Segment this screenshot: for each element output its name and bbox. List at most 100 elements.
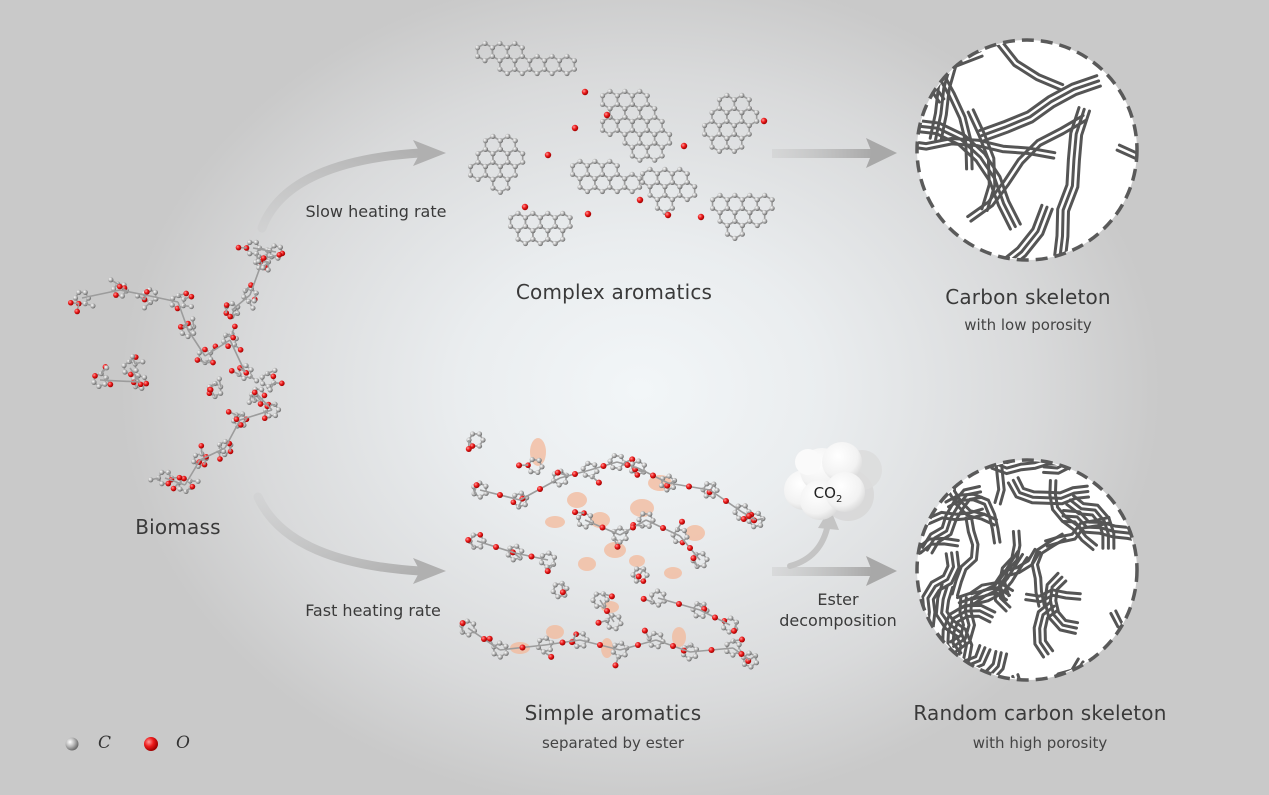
carbon-atom: [599, 171, 605, 177]
carbon-atom: [260, 265, 266, 271]
carbon-atom: [527, 66, 533, 72]
carbon-atom: [464, 618, 470, 624]
carbon-atom: [654, 179, 661, 185]
carbon-atom: [122, 369, 128, 375]
carbon-atom: [567, 215, 573, 221]
oxygen-atom: [177, 324, 184, 330]
carbon-atom: [747, 210, 753, 216]
carbon-atom: [490, 176, 496, 182]
graphitic-layer: [971, 553, 1024, 601]
carbon-atom: [652, 106, 658, 112]
graphitic-layer: [1024, 593, 1082, 604]
carbon-atom: [634, 566, 640, 572]
carbon-atom: [490, 159, 496, 165]
oxygen-atom: [559, 589, 566, 596]
carbon-atom: [732, 210, 738, 216]
carbon-atom: [709, 197, 716, 203]
carbon-atom: [505, 552, 511, 558]
carbon-atom: [714, 487, 720, 493]
carbon-atom: [746, 131, 752, 137]
oxygen-atom: [634, 472, 641, 478]
carbon-atom: [512, 40, 518, 47]
carbon-atom: [196, 350, 202, 356]
carbon-atom: [538, 560, 545, 566]
graphitic-layer: [918, 41, 953, 56]
carbon-atom: [253, 251, 259, 257]
oxygen-atom: [465, 445, 472, 452]
carbon-atom: [622, 652, 628, 658]
oxygen-atom: [232, 323, 238, 330]
oxygen-atom: [595, 479, 602, 486]
oxygen-atom: [251, 389, 258, 396]
carbon-atom: [716, 122, 723, 129]
oxygen-atom: [738, 651, 745, 657]
carbon-atom: [191, 459, 197, 465]
carbon-atom: [739, 135, 745, 141]
carbon-atom: [677, 192, 683, 198]
carbon-atom: [471, 621, 477, 627]
oxygen-atom: [521, 203, 529, 211]
carbon-atom: [248, 367, 254, 373]
oxygen-atom: [165, 480, 172, 487]
graphitic-layer: [918, 41, 922, 92]
carbon-atom: [769, 205, 775, 211]
carbon-atom: [716, 131, 723, 137]
carbon-atom: [629, 101, 635, 107]
oxygen-atom: [676, 601, 682, 607]
carbon-atom: [594, 468, 600, 475]
graphitic-layer: [1117, 143, 1136, 167]
carbon-atom: [121, 362, 127, 369]
carbon-atom: [614, 188, 620, 195]
carbon-atom: [503, 643, 509, 649]
carbon-atom: [669, 179, 675, 185]
oxygen-atom: [680, 142, 688, 150]
oxygen-atom: [473, 482, 480, 489]
carbon-atom: [169, 302, 175, 308]
carbon-atom: [91, 379, 97, 385]
carbon-atom: [614, 127, 621, 133]
carbon-atom: [271, 243, 277, 249]
carbon-atom: [607, 131, 613, 137]
graphitic-layer: [966, 110, 991, 211]
carbon-atom: [188, 303, 194, 310]
carbon-atom: [739, 231, 745, 237]
carbon-atom: [577, 184, 583, 190]
carbon-atom: [503, 650, 509, 656]
graphitic-layer: [1115, 148, 1136, 173]
carbon-atom: [192, 452, 199, 458]
carbon-atom: [636, 184, 643, 190]
carbon-atom: [724, 231, 731, 237]
carbon-atom: [739, 118, 745, 124]
carbon-atom: [512, 172, 518, 178]
oxygen-atom: [225, 409, 232, 415]
carbon-atom: [746, 105, 752, 111]
carbon-atom: [560, 236, 566, 242]
carbon-atom: [701, 601, 707, 607]
carbon-atom: [652, 157, 658, 163]
carbon-atom: [610, 649, 616, 655]
carbon-atom: [599, 101, 606, 107]
graphitic-layer: [951, 41, 1065, 87]
graphitic-layer: [1061, 520, 1136, 543]
carbon-atom: [549, 53, 555, 59]
carbon-atom: [555, 594, 561, 600]
carbon-atom: [618, 640, 625, 646]
carbon-atom: [739, 205, 745, 211]
ester-decomposition-label-line2: decomposition: [779, 611, 897, 630]
carbon-atom: [187, 325, 193, 331]
carbon-atom: [560, 228, 566, 234]
carbon-atom: [724, 205, 731, 211]
simple-aromatics-title: Simple aromatics: [524, 701, 702, 725]
carbon-atom: [717, 210, 723, 216]
carbon-atom: [490, 151, 496, 157]
oxygen-atom: [640, 595, 647, 602]
carbon-atom: [537, 223, 543, 229]
carbon-atom: [546, 550, 552, 556]
co2-cloud: [784, 442, 882, 521]
oxygen-atom: [198, 442, 205, 449]
oxygen-atom: [261, 392, 268, 399]
carbon-atom: [637, 157, 643, 163]
oxygen-atom: [260, 255, 267, 261]
carbon-atom: [747, 218, 753, 224]
carbon-atom: [724, 222, 731, 229]
